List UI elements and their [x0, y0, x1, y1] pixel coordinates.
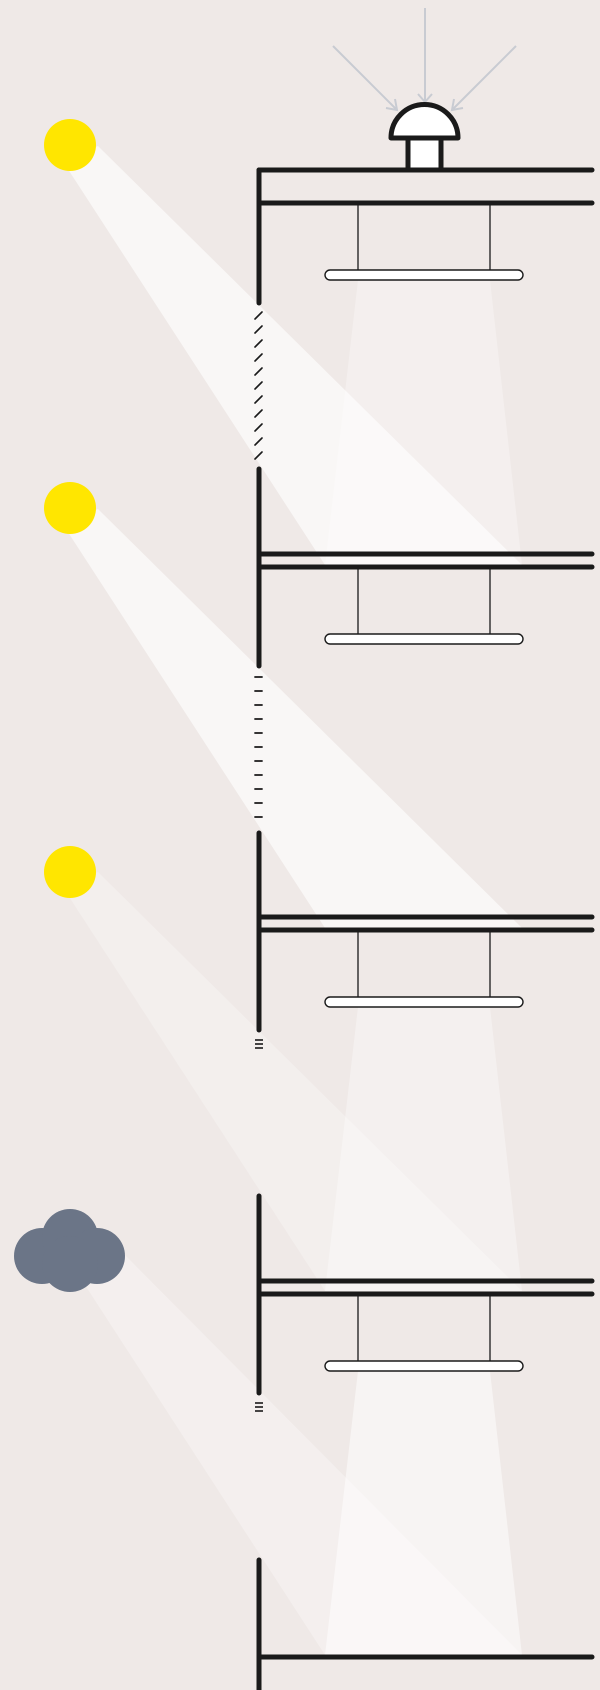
blind-angled-slats [254, 311, 263, 460]
sun-icon [44, 482, 96, 534]
cloud-icon [14, 1209, 125, 1292]
daylight-beam-1 [62, 146, 522, 565]
light-sources [14, 119, 125, 1292]
ceiling-light-fixture [324, 1294, 524, 1372]
fixture-light-cones [325, 280, 522, 1655]
fixture-light-3 [325, 1007, 522, 1291]
sun-icon [44, 846, 96, 898]
sensor-rays [332, 8, 517, 112]
daylight-beam-2 [62, 509, 522, 928]
sensor-dome [388, 102, 461, 141]
blind-flat-slats [254, 676, 263, 818]
building-structure [256, 167, 595, 1690]
ceiling-light-fixture [324, 567, 524, 645]
ceiling-light-fixture [324, 930, 524, 1008]
sensor-base [405, 135, 444, 173]
daylight-beam-3 [62, 872, 522, 1291]
fixture-light-4 [325, 1371, 522, 1655]
ceiling-light-fixture [324, 203, 524, 281]
sun-icon [44, 119, 96, 171]
fixture-light-1 [325, 280, 522, 565]
light-sensor-icon [332, 8, 517, 173]
blind-raised-stack [255, 1402, 263, 1412]
blind-raised-stack [255, 1039, 263, 1049]
